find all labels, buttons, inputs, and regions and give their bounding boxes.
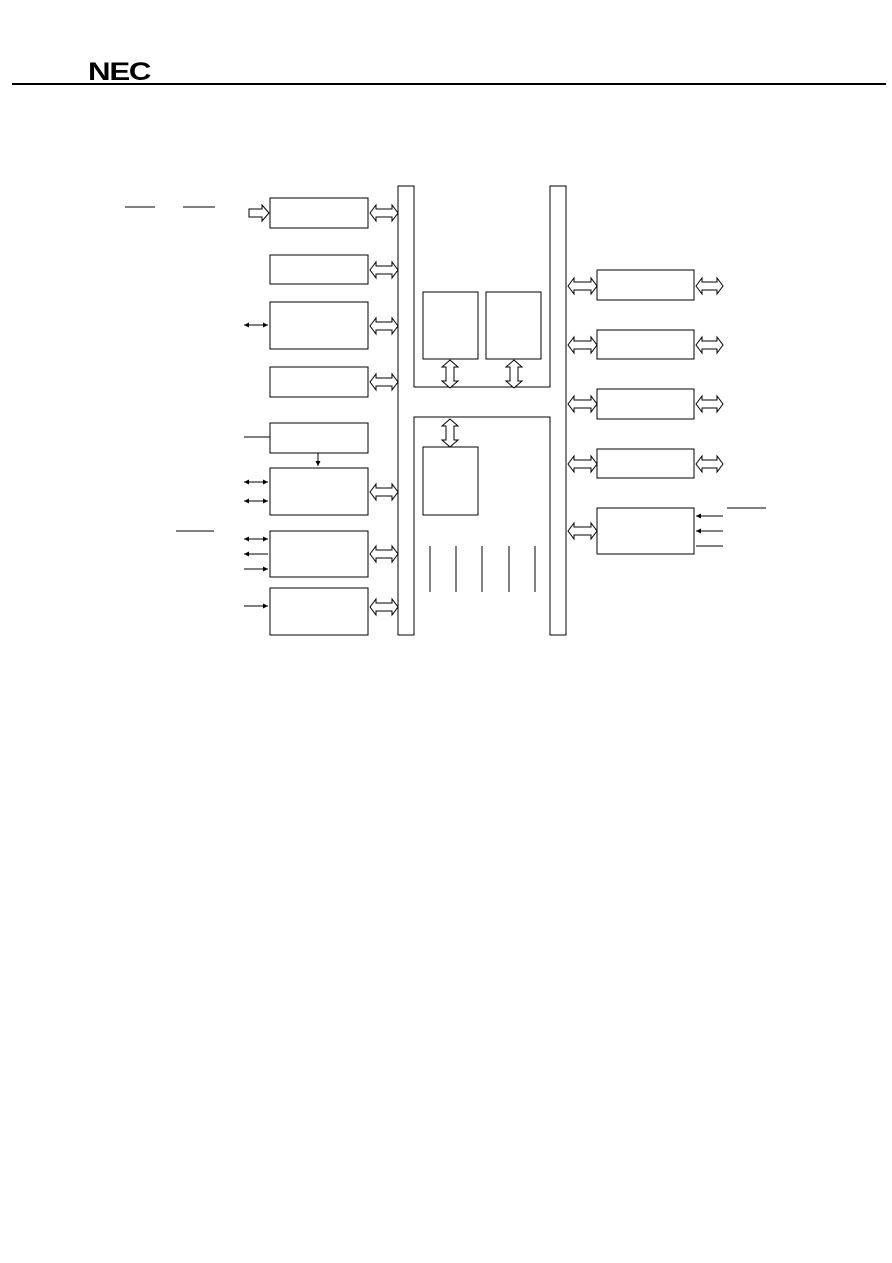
- left-internal-bus: [397, 185, 567, 636]
- right-block-5: [596, 507, 695, 555]
- right-block-3: [596, 388, 695, 420]
- mem-arrow-2: [504, 359, 524, 389]
- bus-arrow-right-1: [567, 276, 598, 296]
- memory-block-2: [485, 291, 542, 360]
- bus-arrow-left-4: [369, 372, 399, 392]
- bus-arrow-left-8: [369, 597, 399, 617]
- bus-arrow-left-6: [369, 482, 399, 502]
- bus-arrow-left-7: [369, 544, 399, 564]
- port-arrow-right-2: [695, 335, 724, 355]
- left-block-5: [269, 422, 369, 454]
- right-block-1: [596, 269, 695, 301]
- input-hollow-arrow: [248, 203, 270, 223]
- port-arrow-right-3: [695, 394, 724, 414]
- mem-arrow-1: [440, 359, 460, 389]
- bus-arrow-right-3: [567, 394, 598, 414]
- right-block-4: [596, 448, 695, 479]
- page-header: NEC: [0, 0, 892, 90]
- cpu-block: [422, 446, 479, 516]
- left-block-6: [269, 467, 369, 516]
- nec-logo: NEC: [88, 58, 151, 86]
- left-block-7: [269, 530, 369, 578]
- left-block-4: [269, 366, 369, 398]
- right-block-2: [596, 329, 695, 360]
- bus-arrow-left-1: [369, 203, 399, 223]
- port-arrow-right-4: [695, 454, 724, 474]
- memory-block-1: [422, 291, 479, 360]
- header-rule: [12, 83, 886, 85]
- bus-arrow-left-3: [369, 316, 399, 336]
- left-block-2: [269, 254, 369, 285]
- cpu-arrow: [440, 418, 460, 448]
- port-arrow-right-1: [695, 276, 724, 296]
- bus-arrow-right-2: [567, 335, 598, 355]
- bus-arrow-left-2: [369, 260, 399, 280]
- left-block-3: [269, 301, 369, 350]
- bus-arrow-right-4: [567, 454, 598, 474]
- left-block-8: [269, 587, 369, 636]
- left-block-1: [269, 197, 369, 229]
- bus-arrow-right-5: [567, 521, 598, 541]
